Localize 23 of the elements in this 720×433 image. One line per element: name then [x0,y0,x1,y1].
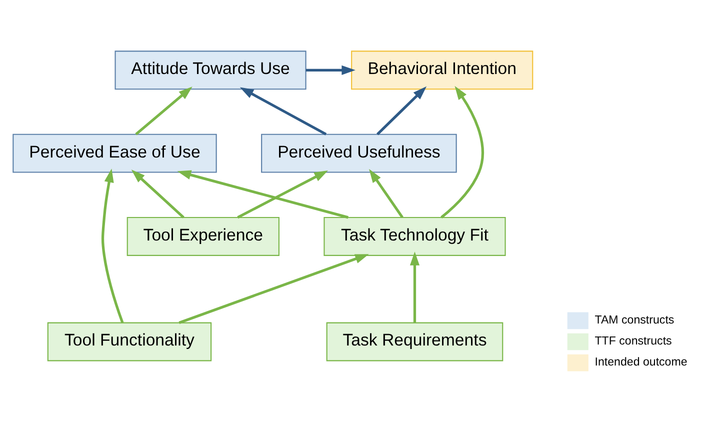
arrow [131,169,184,218]
node-box: Task Technology Fit [324,216,506,256]
arrow [135,86,192,135]
node-box: Task Requirements [326,322,504,361]
legend-label: TAM constructs [594,314,674,326]
node-box: Attitude Towards Use [114,50,306,90]
legend-label: Intended outcome [594,356,688,368]
arrow [410,251,420,322]
node-box: Behavioral Intention [351,50,534,90]
node-box: Perceived Ease of Use [12,133,217,172]
legend-label: TTF constructs [594,335,672,348]
node-box: Tool Functionality [47,322,212,361]
arrow [177,170,348,218]
arrow [101,168,124,323]
arrow [376,86,427,135]
arrow [440,86,484,218]
arrow [369,168,404,218]
arrow [237,170,328,218]
arrow [240,86,327,135]
arrow [306,64,356,74]
node-box: Perceived Usefulness [261,133,457,172]
node-box: Tool Experience [126,216,280,256]
arrow [178,254,369,324]
